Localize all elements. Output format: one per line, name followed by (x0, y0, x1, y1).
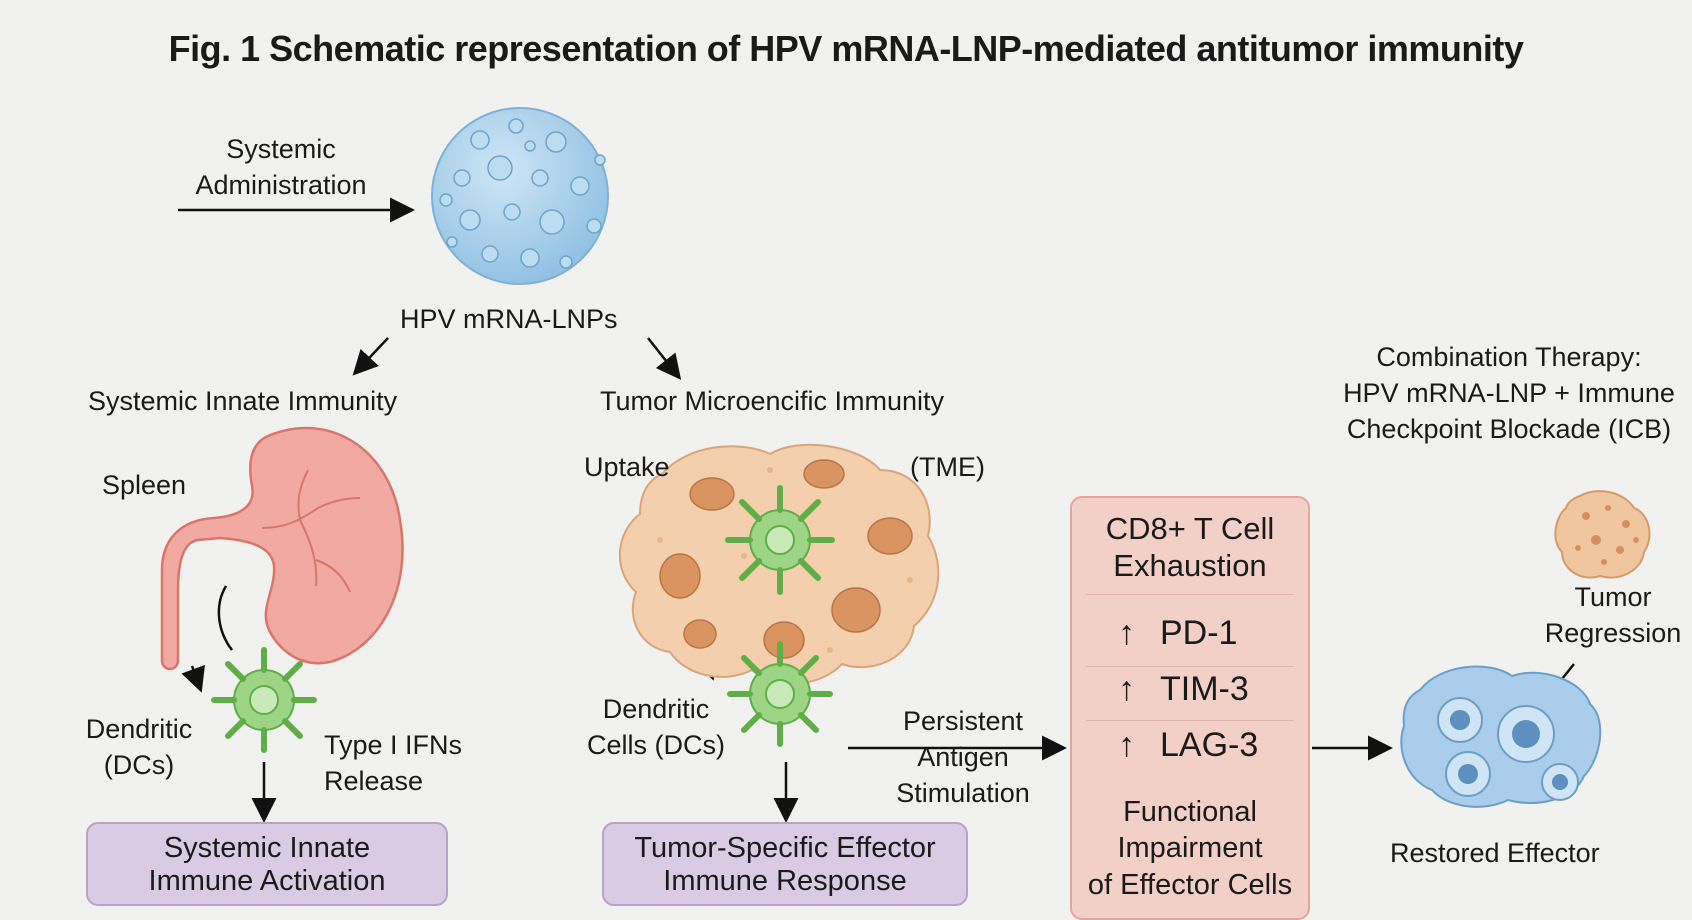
systemic-administration-label: Systemic Administration (195, 134, 367, 200)
dendritic-cells-mid-label: Dendritic Cells (DCs) (587, 694, 725, 760)
type-i-ifns-label: Type I IFNs Release (324, 730, 463, 796)
dendritic-cells-left-label: Dendritic (DCs) (85, 714, 193, 780)
tumor-small-icon (1554, 490, 1651, 579)
marker-name: LAG-3 (1160, 726, 1259, 764)
restored-effector-label: Restored Effector (1390, 838, 1600, 868)
curve-mark (217, 585, 233, 651)
cd8-exhaustion-box: CD8+ T Cell Exhaustion ↑ PD-1 ↑ TIM-3 ↑ LAG… (1070, 496, 1310, 920)
divider (1086, 666, 1294, 667)
arrow-to-tme (647, 337, 682, 380)
lnp-particle-icon (431, 107, 609, 285)
dendritic-cell-icon (211, 485, 835, 753)
effector-response-box: Tumor-Specific Effector Immune Response (602, 822, 968, 906)
up-arrow-icon: ↑ (1118, 726, 1135, 764)
marker-tim3: ↑ TIM-3 (1118, 670, 1249, 709)
divider (1086, 594, 1294, 595)
marker-name: TIM-3 (1160, 670, 1249, 708)
spleen-label: Spleen (102, 470, 187, 500)
exhaustion-footer: Functional Impairment of Effector Cells (1087, 796, 1293, 901)
uptake-label: Uptake (584, 452, 670, 482)
diagram-art (160, 107, 1651, 823)
systemic-innate-immunity-label: Systemic Innate Immunity (88, 386, 398, 416)
innate-activation-text: Systemic Innate Immune Activation (148, 832, 386, 897)
lnp-label: HPV mRNA-LNPs (400, 304, 618, 334)
up-arrow-icon: ↑ (1118, 670, 1135, 708)
marker-lag3: ↑ LAG-3 (1118, 726, 1258, 765)
tme-label: (TME) (910, 452, 985, 482)
effector-response-text: Tumor-Specific Effector Immune Response (634, 832, 936, 897)
figure-title: Fig. 1 Schematic representation of HPV m… (168, 28, 1524, 69)
divider (1086, 720, 1294, 721)
restored-effector-cells-icon (1400, 665, 1602, 808)
up-arrow-icon: ↑ (1118, 614, 1135, 652)
marker-name: PD-1 (1160, 614, 1238, 652)
combination-therapy-label: Combination Therapy: HPV mRNA-LNP + Immu… (1343, 342, 1675, 444)
persistent-antigen-label: Persistent Antigen Stimulation (896, 706, 1030, 808)
small-arrow (181, 664, 205, 693)
tumor-microencific-immunity-label: Tumor Microencific Immunity (600, 386, 945, 416)
arrow-to-innate (352, 337, 389, 376)
innate-activation-box: Systemic Innate Immune Activation (86, 822, 448, 906)
exhaustion-title: CD8+ T Cell Exhaustion (1105, 511, 1275, 584)
marker-pd1: ↑ PD-1 (1118, 614, 1237, 653)
spleen-organ-icon (160, 426, 404, 671)
tumor-regression-label: Tumor Regression (1544, 582, 1682, 648)
